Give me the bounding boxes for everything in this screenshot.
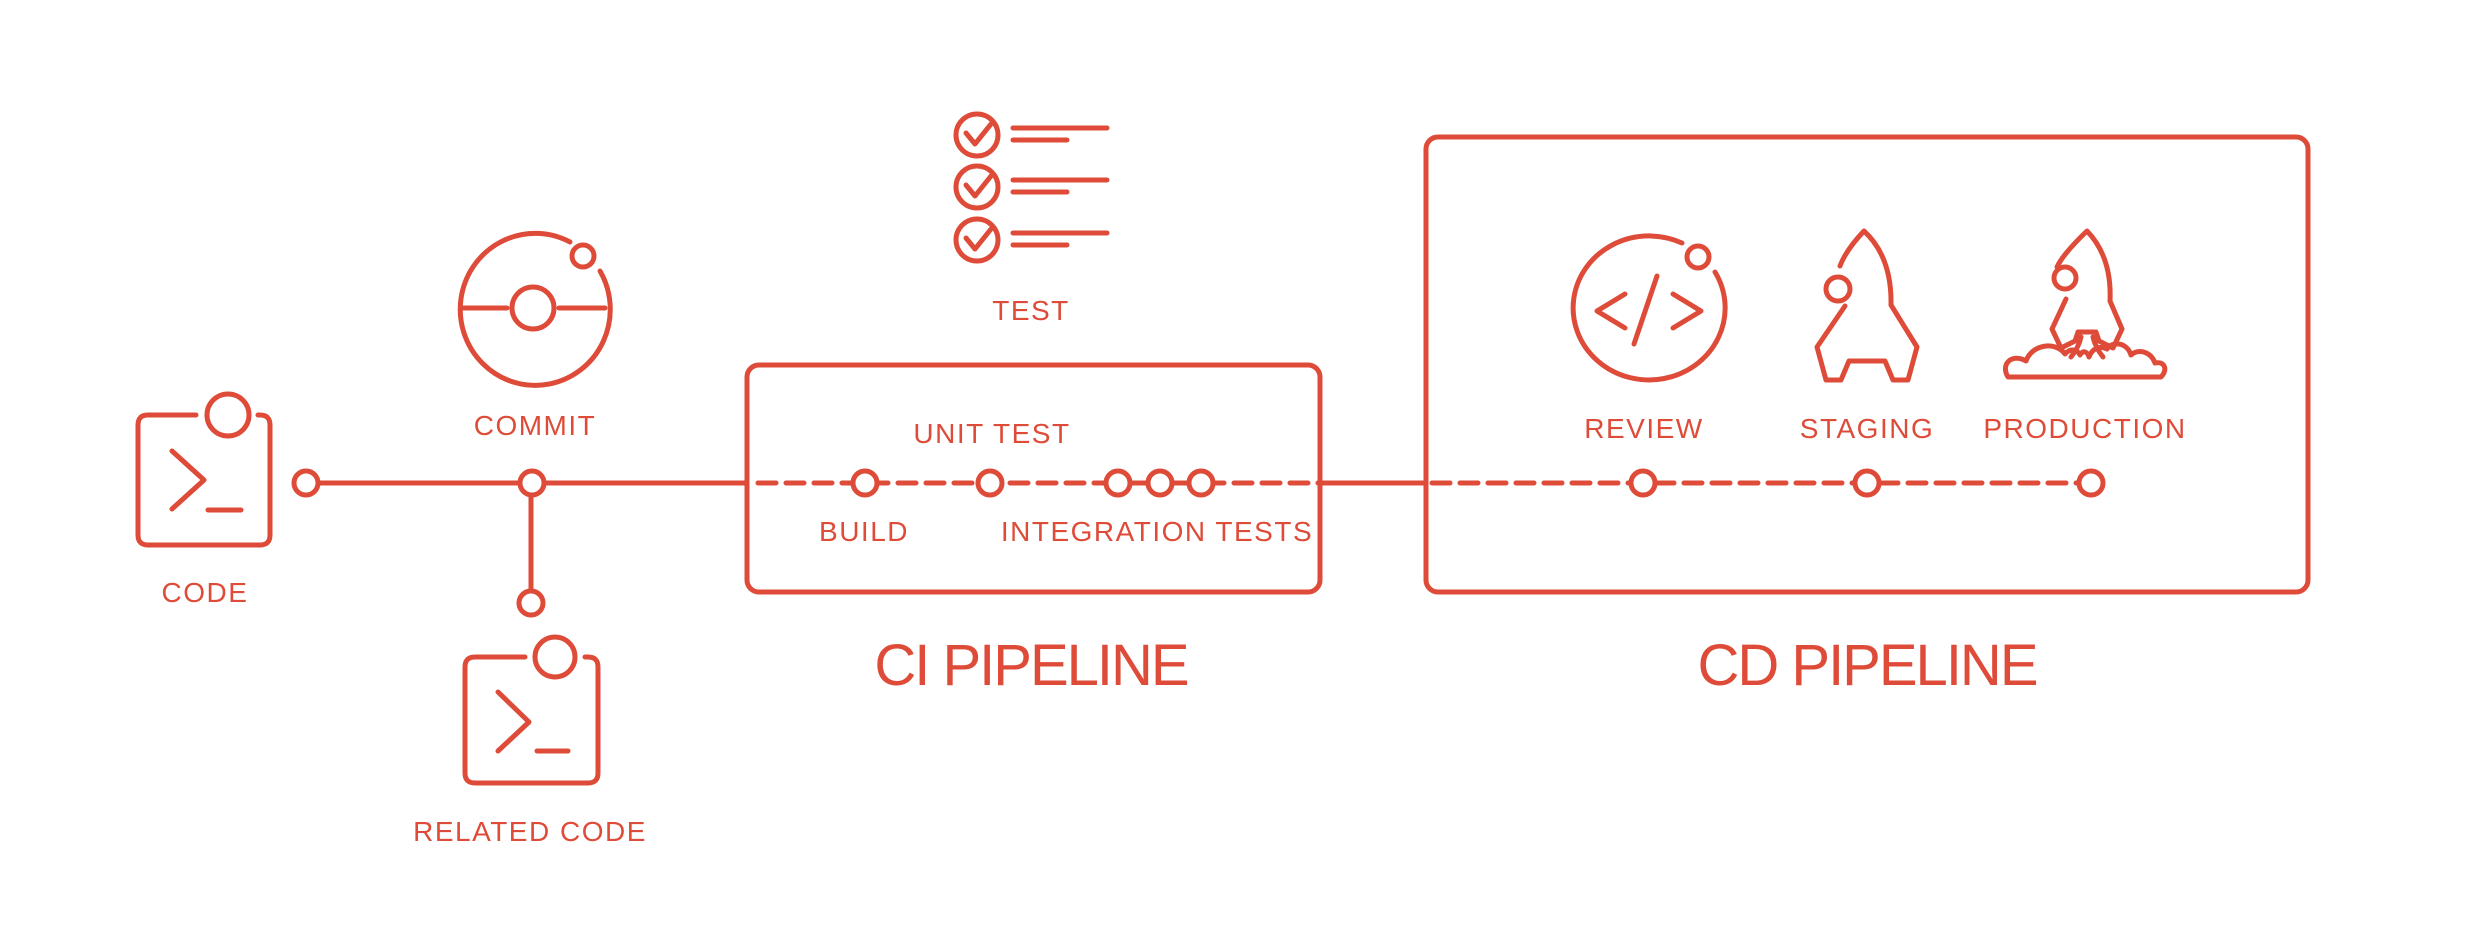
unit-test-label: UNIT TEST: [913, 418, 1070, 449]
pipeline-node-integration-2: [1145, 468, 1175, 498]
code-label: CODE: [162, 577, 249, 608]
pipeline-node-unit-test: [975, 468, 1005, 498]
rocket-body: [1814, 228, 1920, 383]
ci-pipeline-title: CI PIPELINE: [874, 633, 1188, 698]
check-mark: [963, 121, 994, 147]
timeline-nodes: [291, 468, 2106, 618]
pipeline-node-build: [850, 468, 880, 498]
commit-label: COMMIT: [474, 410, 597, 441]
check-mark: [963, 173, 994, 199]
code-terminal-icon: [135, 391, 273, 548]
terminal-window-outline: [462, 654, 601, 786]
check-circle: [953, 163, 1001, 211]
orbit-satellite-circle: [1684, 243, 1712, 271]
staging-label: STAGING: [1800, 413, 1934, 444]
commit-icon: [457, 230, 613, 388]
review-code-icon: [1570, 233, 1728, 383]
check-circle: [953, 111, 1001, 159]
check-mark: [963, 226, 994, 252]
code-bracket-right: [1670, 291, 1704, 331]
production-label: PRODUCTION: [1983, 413, 2186, 444]
pipeline-node-review: [1628, 468, 1658, 498]
code-slash: [1631, 273, 1660, 347]
check-circle: [953, 216, 1001, 264]
ci-pipeline-box: [744, 362, 1323, 595]
pipeline-node-related-code: [516, 588, 546, 618]
pipeline-node-production: [2076, 468, 2106, 498]
rocket-window: [1823, 274, 1853, 304]
build-label: BUILD: [819, 516, 909, 547]
pipeline-node-start: [291, 468, 321, 498]
prompt-chevron: [169, 448, 207, 512]
rocket-body: [2049, 228, 2125, 351]
terminal-pin-circle: [204, 391, 252, 439]
commit-node-circle: [509, 284, 557, 332]
pipeline-node-integration-1: [1103, 468, 1133, 498]
launch-smoke-cloud: [2002, 341, 2168, 380]
test-checklist-icon: [953, 111, 1110, 264]
cd-pipeline-title: CD PIPELINE: [1698, 633, 2037, 698]
pipeline-node-commit: [517, 468, 547, 498]
pipeline-node-integration-3: [1186, 468, 1216, 498]
prompt-chevron: [495, 689, 532, 754]
test-label: TEST: [992, 295, 1070, 326]
integration-tests-label: INTEGRATION TESTS: [1001, 516, 1313, 547]
pipeline-node-staging: [1852, 468, 1882, 498]
review-label: REVIEW: [1584, 413, 1703, 444]
related-code-label: RELATED CODE: [413, 816, 647, 847]
staging-rocket-icon: [1814, 228, 1920, 383]
rocket-window: [2051, 264, 2079, 292]
code-bracket-left: [1594, 291, 1628, 331]
review-orbit-arc: [1570, 233, 1728, 383]
cd-pipeline-box: [1423, 134, 2311, 595]
related-code-terminal-icon: [462, 634, 601, 786]
terminal-pin-circle: [532, 634, 578, 680]
orbit-satellite-circle: [569, 242, 597, 270]
production-rocket-launch-icon: [2002, 228, 2168, 380]
commit-orbit-arc: [457, 230, 613, 388]
terminal-window-outline: [135, 412, 273, 548]
